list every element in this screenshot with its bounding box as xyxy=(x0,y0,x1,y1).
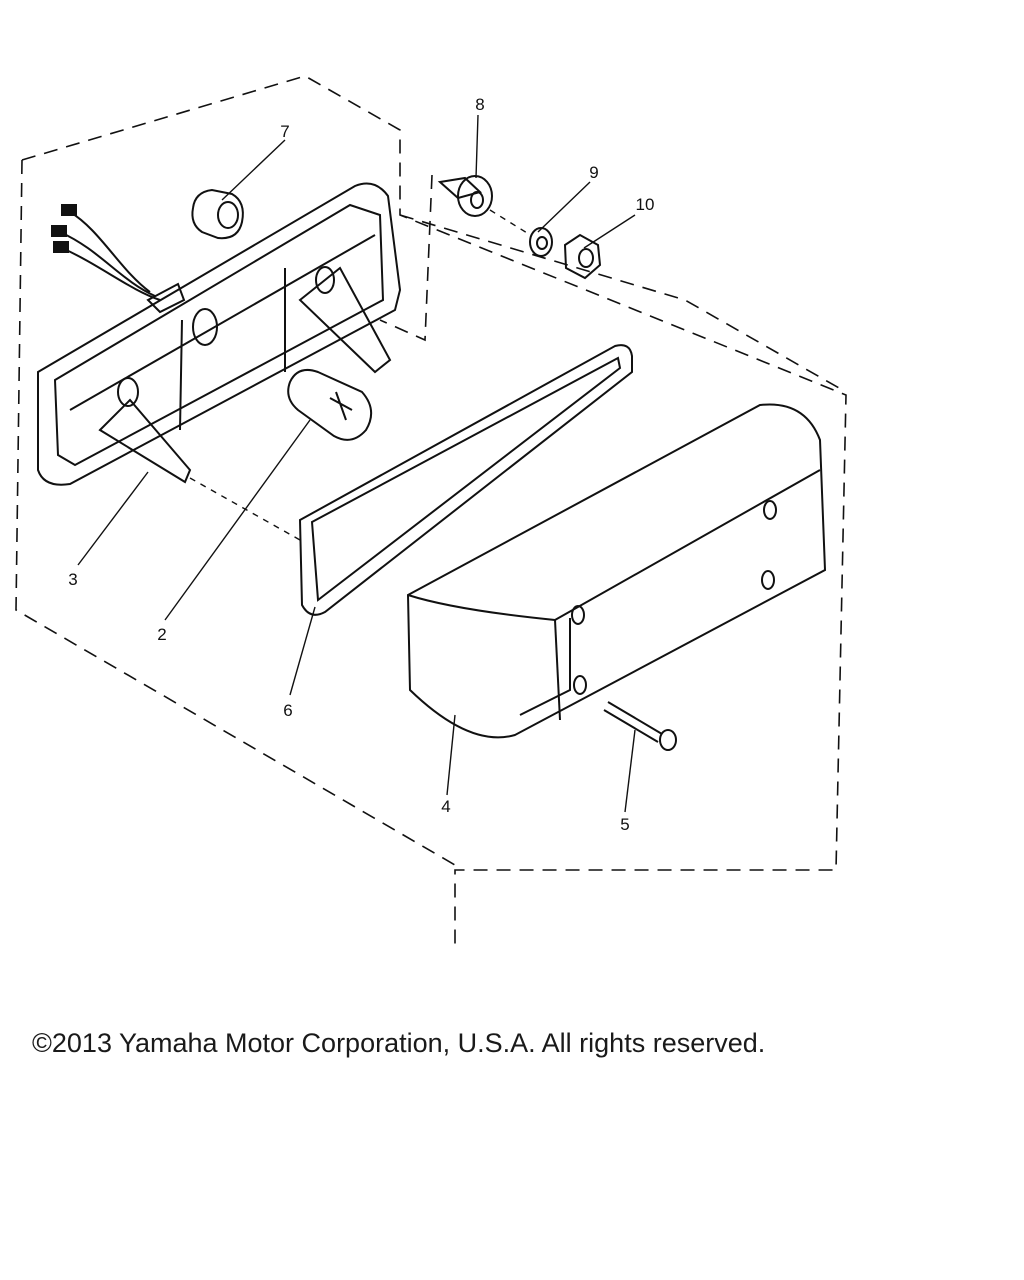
callout-3: 3 xyxy=(68,570,77,589)
callout-6: 6 xyxy=(283,701,292,720)
callout-5: 5 xyxy=(620,815,629,834)
lens-part xyxy=(406,403,827,739)
collar-part xyxy=(437,175,493,217)
callout-4: 4 xyxy=(441,797,450,816)
bulb-part xyxy=(287,369,373,441)
washer-part xyxy=(529,227,553,257)
wire-harness xyxy=(51,204,186,314)
callout-2: 2 xyxy=(157,625,166,644)
nut-part xyxy=(563,233,602,280)
callout-10: 10 xyxy=(636,195,655,214)
assembly-outline xyxy=(15,75,847,945)
grommet-part xyxy=(191,188,244,240)
gasket-part xyxy=(298,344,633,616)
callout-9: 9 xyxy=(589,163,598,182)
lamp-housing xyxy=(37,182,402,486)
screw-part xyxy=(603,701,677,751)
copyright-notice: ©2013 Yamaha Motor Corporation, U.S.A. A… xyxy=(32,1028,766,1058)
leader-lines xyxy=(77,114,636,813)
exploded-parts-diagram: 7 8 9 10 3 2 6 4 5 xyxy=(15,75,847,945)
callout-8: 8 xyxy=(475,95,484,114)
callout-7: 7 xyxy=(280,122,289,141)
